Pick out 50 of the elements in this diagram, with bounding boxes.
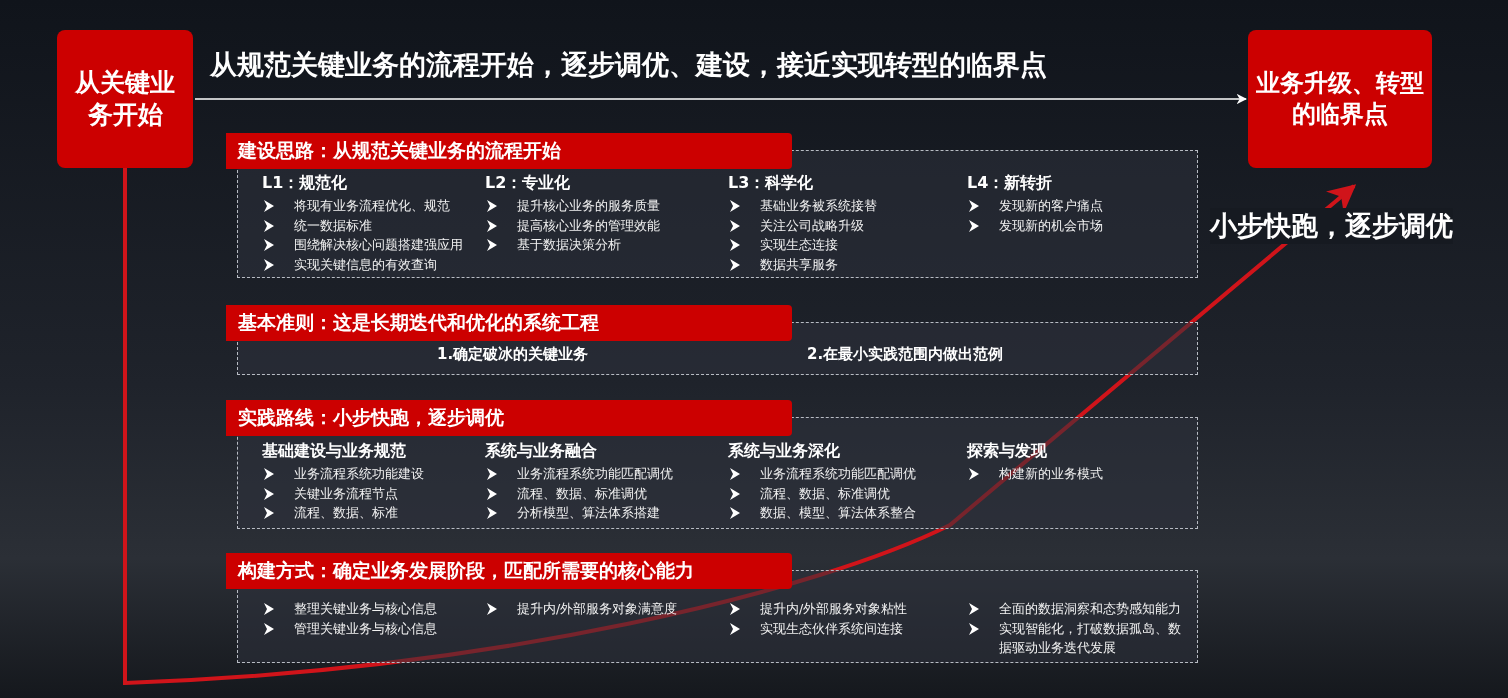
principle-text: 2.在最小实践范围内做出范例 — [807, 345, 1004, 364]
goal-box: 业务升级、转型的临界点 — [1248, 30, 1432, 168]
list-item: 关键业务流程节点 — [294, 484, 398, 503]
list-item: 整理关键业务与核心信息 — [294, 600, 437, 618]
list-item: 统一数据标准 — [294, 216, 372, 235]
start-box: 从关键业务开始 — [57, 30, 193, 168]
list-item: 业务流程系统功能建设 — [294, 465, 424, 483]
column-heading: L2：专业化 — [485, 172, 572, 194]
column-heading: 系统与业务融合 — [485, 440, 598, 462]
column-heading: L3：科学化 — [728, 172, 815, 194]
list-item: 提升内/外部服务对象满意度 — [517, 600, 678, 618]
list-item: 数据、模型、算法体系整合 — [760, 504, 916, 522]
list-item: 构建新的业务模式 — [999, 465, 1103, 483]
list-item: 围绕解决核心问题搭建强应用 — [294, 236, 463, 254]
list-item: 提升内/外部服务对象粘性 — [760, 600, 908, 618]
list-item: 实现生态连接 — [760, 236, 838, 254]
edge-label: 小步快跑，逐步调优 — [1210, 208, 1453, 244]
column-heading: 系统与业务深化 — [728, 440, 841, 462]
list-item: 数据共享服务 — [760, 255, 838, 274]
list-item: 提高核心业务的管理效能 — [517, 216, 660, 235]
list-item: 基于数据决策分析 — [517, 236, 621, 254]
column-heading: L1：规范化 — [262, 172, 349, 194]
section-tab: 建设思路：从规范关键业务的流程开始 — [226, 133, 792, 169]
list-item: 流程、数据、标准调优 — [517, 484, 647, 503]
column-heading: 基础建设与业务规范 — [262, 440, 407, 462]
growth-curve-arrow — [123, 168, 1357, 685]
list-item: 业务流程系统功能匹配调优 — [517, 465, 673, 483]
list-item: 管理关键业务与核心信息 — [294, 619, 437, 638]
list-item: 实现生态伙伴系统间连接 — [760, 619, 903, 638]
list-item: 将现有业务流程优化、规范 — [294, 197, 450, 215]
column-heading: 探索与发现 — [967, 440, 1048, 462]
list-item: 基础业务被系统接替 — [760, 197, 877, 215]
list-item: 全面的数据洞察和态势感知能力 — [999, 600, 1182, 618]
column-heading: L4：新转折 — [967, 172, 1054, 194]
list-item: 流程、数据、标准调优 — [760, 484, 890, 503]
principle-text: 1.确定破冰的关键业务 — [437, 345, 589, 364]
section-tab: 构建方式：确定业务发展阶段，匹配所需要的核心能力 — [226, 553, 792, 589]
list-item: 发现新的机会市场 — [999, 216, 1103, 235]
list-item: 业务流程系统功能匹配调优 — [760, 465, 916, 483]
list-item: 发现新的客户痛点 — [999, 197, 1103, 215]
list-item: 分析模型、算法体系搭建 — [517, 504, 660, 522]
list-item: 实现关键信息的有效查询 — [294, 255, 437, 274]
section-tab: 实践路线：小步快跑，逐步调优 — [226, 400, 792, 436]
section-tab: 基本准则：这是长期迭代和优化的系统工程 — [226, 305, 792, 341]
flow-title: 从规范关键业务的流程开始，逐步调优、建设，接近实现转型的临界点 — [210, 48, 1047, 82]
list-item: 实现智能化，打破数据孤岛、数据驱动业务迭代发展 — [999, 619, 1182, 657]
list-item: 流程、数据、标准 — [294, 504, 398, 522]
list-item: 提升核心业务的服务质量 — [517, 197, 660, 215]
list-item: 关注公司战略升级 — [760, 216, 864, 235]
arrow — [194, 93, 1248, 105]
